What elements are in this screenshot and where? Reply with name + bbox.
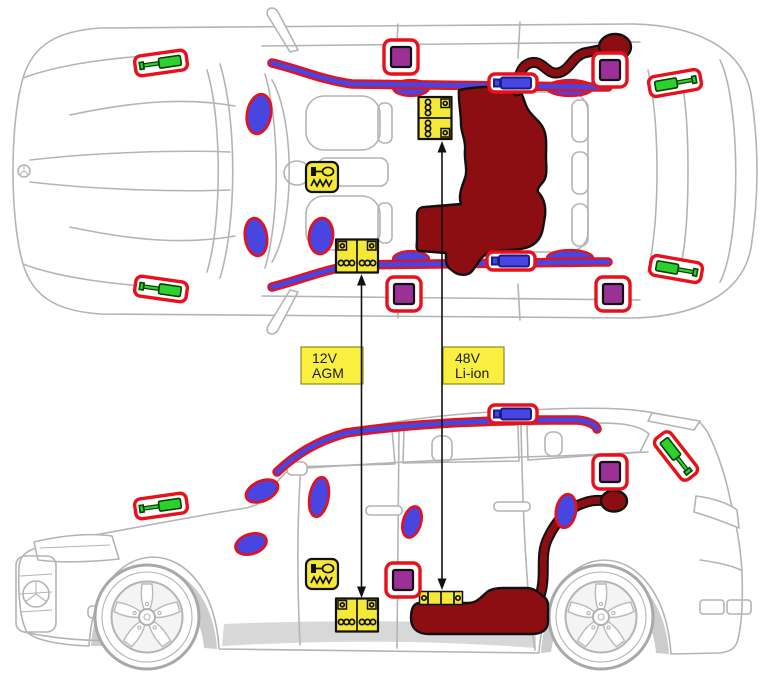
tail-light bbox=[693, 495, 740, 529]
high-voltage-area bbox=[409, 586, 550, 636]
gas-strut-icon bbox=[134, 492, 188, 519]
battery-48v-label-line2: Li-ion bbox=[455, 365, 489, 381]
airbag-oval-icon bbox=[234, 531, 268, 557]
battery-icon-12v-side bbox=[334, 597, 380, 633]
airbag-oval-icon bbox=[307, 216, 335, 256]
connector-12v: 12V AGM bbox=[300, 274, 366, 598]
door-handle bbox=[365, 505, 403, 516]
left-mirror bbox=[266, 7, 299, 53]
car-side-outline bbox=[15, 407, 752, 671]
battery-icon-48v-top bbox=[417, 95, 453, 141]
front-wheel bbox=[93, 563, 201, 671]
battery-12v-label-line2: AGM bbox=[312, 365, 344, 381]
battery-48v-label-line1: 48V bbox=[455, 350, 481, 366]
right-mirror bbox=[266, 289, 299, 335]
airbag-oval-icon bbox=[307, 475, 331, 519]
exhaust-tip bbox=[726, 599, 752, 615]
pyro-device-icon bbox=[304, 160, 340, 194]
airbag-oval-icon bbox=[400, 505, 424, 539]
high-voltage-cable bbox=[511, 32, 633, 97]
top-view bbox=[12, 7, 758, 335]
rear-spoiler bbox=[647, 412, 701, 431]
purple-square-icon bbox=[594, 275, 632, 313]
airbag-oval-icon bbox=[245, 92, 273, 136]
connector-48v: 48V Li-ion bbox=[437, 141, 505, 590]
inflator-bar-icon bbox=[485, 250, 537, 272]
purple-square-icon bbox=[384, 561, 422, 599]
purple-square-icon bbox=[591, 453, 629, 491]
car-top-outline bbox=[12, 7, 758, 335]
battery-48v-label-box bbox=[442, 346, 505, 385]
flat-battery-icon-48v-side bbox=[418, 590, 464, 606]
exhaust-tip bbox=[699, 599, 725, 615]
battery-12v-label-line1: 12V bbox=[312, 350, 338, 366]
airbag-oval-icon bbox=[244, 478, 280, 504]
pyro-device-icon bbox=[304, 557, 340, 591]
front-seat-left bbox=[305, 95, 381, 151]
door-handle bbox=[493, 501, 531, 512]
grille bbox=[15, 555, 57, 633]
inflator-bar-icon bbox=[487, 403, 539, 425]
rear-wheel bbox=[547, 563, 655, 671]
airbag-oval-icon bbox=[243, 216, 269, 258]
headlight bbox=[33, 533, 120, 563]
battery-12v-label-box bbox=[300, 346, 364, 385]
side-view bbox=[15, 403, 752, 671]
purple-square-icon bbox=[591, 51, 629, 89]
high-voltage-area bbox=[415, 85, 548, 276]
purple-square-icon bbox=[385, 275, 423, 313]
battery-icon-12v-top bbox=[334, 238, 380, 274]
inflator-bar-icon bbox=[487, 72, 539, 94]
curtain-airbag-line-side bbox=[272, 415, 602, 477]
purple-square-icon bbox=[382, 38, 420, 76]
airbag-oval-icon bbox=[554, 492, 578, 530]
